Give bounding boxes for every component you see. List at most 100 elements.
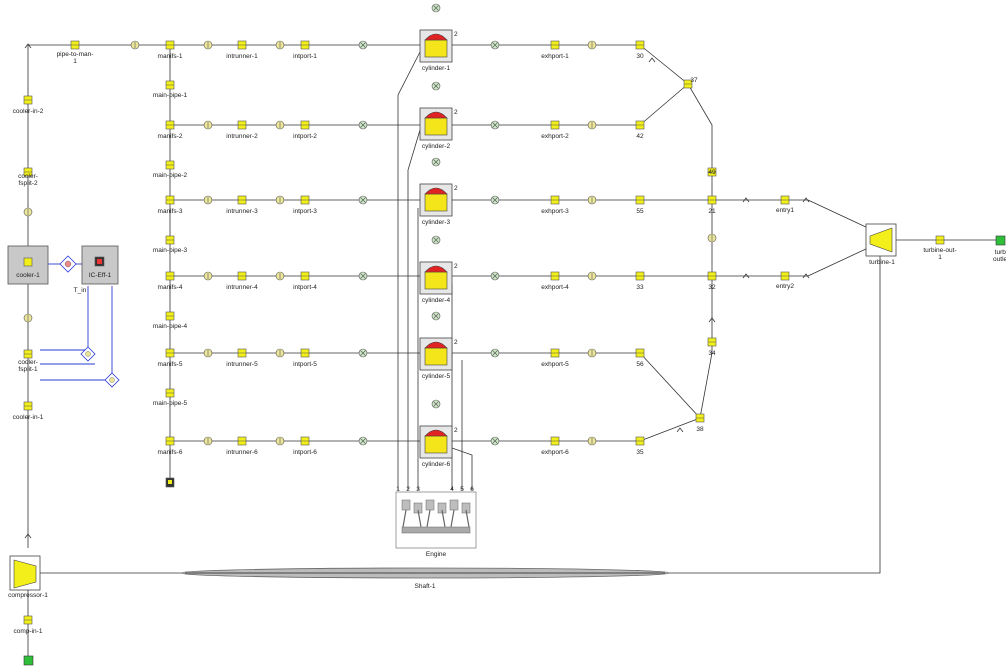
- exhaust-valve-1[interactable]: [490, 40, 500, 50]
- orifice-int-b-1[interactable]: [275, 40, 285, 50]
- orifice-int-a-2[interactable]: [203, 120, 213, 130]
- orifice-exh-6[interactable]: [587, 436, 597, 446]
- exh-tag-4[interactable]: [635, 271, 645, 281]
- manifold-end-cap[interactable]: [165, 477, 175, 488]
- turbine-out-1[interactable]: [935, 235, 945, 245]
- junction-38[interactable]: [695, 413, 705, 423]
- turbine-1[interactable]: [865, 223, 897, 257]
- manifold-1[interactable]: [165, 40, 175, 50]
- orifice-int-b-4[interactable]: [275, 271, 285, 281]
- exhport-6[interactable]: [550, 436, 560, 446]
- intport-4[interactable]: [300, 271, 310, 281]
- cylinder-5[interactable]: [419, 337, 453, 371]
- injector-4[interactable]: [431, 235, 441, 245]
- manifold-3[interactable]: [165, 195, 175, 205]
- intake-valve-5[interactable]: [358, 348, 368, 358]
- exh-tag-1[interactable]: [635, 40, 645, 50]
- ic-eff-1[interactable]: [81, 245, 119, 285]
- intport-3[interactable]: [300, 195, 310, 205]
- compressor-1[interactable]: [9, 555, 41, 591]
- cooler-in-2[interactable]: [23, 95, 33, 105]
- pipe-to-man-1[interactable]: [70, 40, 80, 50]
- exh-tag-6[interactable]: [635, 436, 645, 446]
- orifice-cooler-1[interactable]: [23, 313, 33, 323]
- intport-2[interactable]: [300, 120, 310, 130]
- exhaust-valve-4[interactable]: [490, 271, 500, 281]
- cooler-1[interactable]: [7, 245, 49, 285]
- orifice-int-b-6[interactable]: [275, 436, 285, 446]
- orifice-exh-1[interactable]: [587, 40, 597, 50]
- exhaust-valve-2[interactable]: [490, 120, 500, 130]
- exh-tag-5[interactable]: [635, 348, 645, 358]
- cylinder-1[interactable]: [419, 29, 453, 63]
- junction-21[interactable]: [707, 195, 717, 205]
- injector-3[interactable]: [431, 157, 441, 167]
- orifice-int-b-2[interactable]: [275, 120, 285, 130]
- orifice-exh-junction[interactable]: [707, 233, 717, 243]
- orifice-int-a-1[interactable]: [203, 40, 213, 50]
- manifold-4[interactable]: [165, 271, 175, 281]
- main-pipe-1[interactable]: [165, 80, 175, 90]
- exh-tag-3[interactable]: [635, 195, 645, 205]
- orifice-exh-5[interactable]: [587, 348, 597, 358]
- junction-49[interactable]: [707, 167, 717, 177]
- exhport-1[interactable]: [550, 40, 560, 50]
- cylinder-6[interactable]: [419, 425, 453, 459]
- comp-in-1[interactable]: [23, 615, 33, 625]
- injector-1[interactable]: [431, 3, 441, 13]
- intrunner-5[interactable]: [237, 348, 247, 358]
- turbine-outlet[interactable]: [995, 235, 1006, 246]
- intrunner-3[interactable]: [237, 195, 247, 205]
- cooler-fsplit-1[interactable]: [23, 349, 33, 359]
- intport-5[interactable]: [300, 348, 310, 358]
- orifice-int-a-4[interactable]: [203, 271, 213, 281]
- compressor-inlet[interactable]: [23, 655, 34, 666]
- manifold-2[interactable]: [165, 120, 175, 130]
- intake-valve-2[interactable]: [358, 120, 368, 130]
- orifice-cooler-2[interactable]: [23, 207, 33, 217]
- intport-6[interactable]: [300, 436, 310, 446]
- injector-5[interactable]: [431, 311, 441, 321]
- injector-6[interactable]: [431, 399, 441, 409]
- exhaust-valve-3[interactable]: [490, 195, 500, 205]
- diamond-1[interactable]: [80, 346, 96, 362]
- main-pipe-5[interactable]: [165, 388, 175, 398]
- orifice-pipe-to-man[interactable]: [130, 40, 140, 50]
- injector-2[interactable]: [431, 81, 441, 91]
- orifice-exh-3[interactable]: [587, 195, 597, 205]
- intake-valve-6[interactable]: [358, 436, 368, 446]
- intrunner-1[interactable]: [237, 40, 247, 50]
- exhport-4[interactable]: [550, 271, 560, 281]
- cylinder-2[interactable]: [419, 107, 453, 141]
- main-pipe-2[interactable]: [165, 160, 175, 170]
- intrunner-2[interactable]: [237, 120, 247, 130]
- engine[interactable]: [395, 491, 477, 549]
- cylinder-3[interactable]: [419, 183, 453, 217]
- exhaust-valve-5[interactable]: [490, 348, 500, 358]
- manifold-5[interactable]: [165, 348, 175, 358]
- cylinder-4[interactable]: [419, 261, 453, 295]
- entry1[interactable]: [780, 195, 790, 205]
- main-pipe-4[interactable]: [165, 311, 175, 321]
- junction-37[interactable]: [683, 79, 693, 89]
- exh-tag-2[interactable]: [635, 120, 645, 130]
- entry2[interactable]: [780, 271, 790, 281]
- orifice-int-b-5[interactable]: [275, 348, 285, 358]
- junction-34[interactable]: [707, 337, 717, 347]
- main-pipe-3[interactable]: [165, 235, 175, 245]
- intake-valve-4[interactable]: [358, 271, 368, 281]
- cooler-controller[interactable]: [59, 255, 77, 273]
- shaft-1[interactable]: [179, 567, 671, 579]
- exhport-3[interactable]: [550, 195, 560, 205]
- manifold-6[interactable]: [165, 436, 175, 446]
- cooler-in-1[interactable]: [23, 401, 33, 411]
- orifice-int-a-5[interactable]: [203, 348, 213, 358]
- exhport-2[interactable]: [550, 120, 560, 130]
- orifice-exh-2[interactable]: [587, 120, 597, 130]
- diamond-2[interactable]: [104, 372, 120, 388]
- orifice-int-b-3[interactable]: [275, 195, 285, 205]
- intake-valve-3[interactable]: [358, 195, 368, 205]
- orifice-int-a-6[interactable]: [203, 436, 213, 446]
- intake-valve-1[interactable]: [358, 40, 368, 50]
